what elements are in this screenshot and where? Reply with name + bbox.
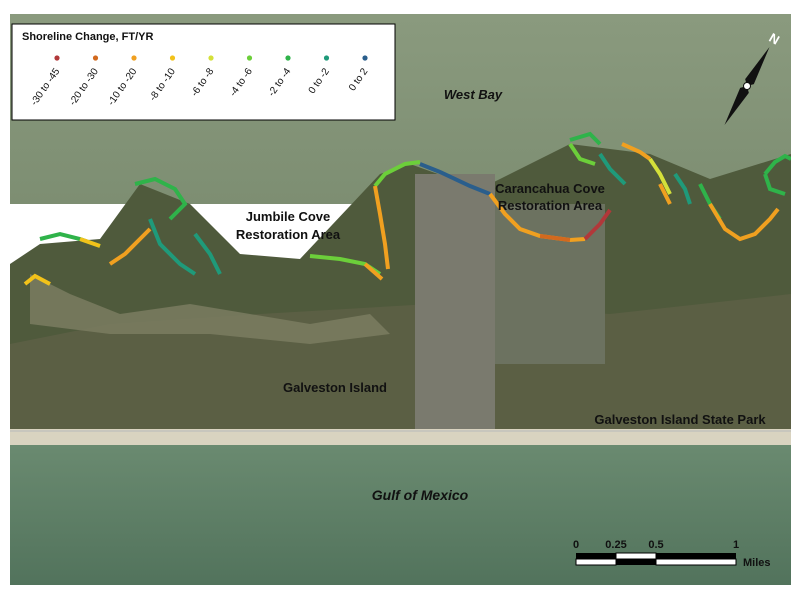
shoreline-segment [373,160,421,188]
shoreline-segment [598,152,627,186]
scale-seg-6 [655,558,737,566]
north-arrow-head [745,47,770,86]
scale-bar: 0 0.25 0.5 1 Miles [573,539,771,569]
shoreline-segment [539,234,571,242]
shoreline-segment [79,237,101,248]
scale-seg-5 [616,559,656,565]
shoreline-segment [708,202,780,242]
scale-tick-025: 0.25 [605,539,626,551]
north-arrow-center [743,82,751,90]
shoreline-segment [763,153,791,176]
jumbile-cove-label: Jumbile Cove [246,209,331,224]
carancahua-restoration-label: Restoration Area [498,198,603,213]
legend-swatch [54,55,60,61]
state-park-label: Galveston Island State Park [594,412,766,427]
shoreline-segment [621,142,652,161]
legend-swatch [208,55,214,61]
legend-title: Shoreline Change, FT/YR [22,31,153,43]
shoreline-segment [108,227,152,266]
marsh-area [30,274,390,344]
legend-swatch [246,55,253,61]
west-bay-label: West Bay [444,87,503,102]
legend-swatch [323,55,330,61]
scale-seg-4 [575,558,617,566]
legend-swatch [362,55,368,61]
shoreline-segment [134,176,188,221]
legend-swatch [131,55,137,61]
gulf-of-mexico-label: Gulf of Mexico [372,487,469,503]
shoreline-segment [583,208,612,241]
map-frame[interactable]: West Bay Jumbile Cove Restoration Area C… [10,14,791,585]
shoreline-segment [673,172,692,205]
scale-seg-1 [576,553,616,559]
legend-swatch [169,55,176,61]
scale-tick-1: 1 [733,539,739,551]
jumbile-restoration-label: Restoration Area [236,227,341,242]
shoreline-segment [568,142,596,166]
legend-box [11,23,396,121]
shoreline-segment [23,273,51,286]
map-svg[interactable]: West Bay Jumbile Cove Restoration Area C… [10,14,791,585]
legend-swatch [92,55,99,61]
shoreline-segment [419,162,491,196]
shoreline-segment [488,192,586,243]
north-arrow-tail [724,86,749,125]
shoreline-segment [648,157,672,195]
shoreline-change-segments [23,131,791,286]
carancahua-cove-label: Carancahua Cove [495,181,605,196]
scale-seg-3 [656,553,736,559]
shoreline-segment [193,232,222,275]
legend: Shoreline Change, FT/YR -30 to -45-20 to… [11,23,396,121]
shoreline-segment [763,173,786,196]
shoreline-segment [373,185,390,270]
scale-seg-2 [615,552,657,560]
legend-swatch [285,55,291,61]
shoreline-segment [569,131,602,146]
subdivision-east [495,204,605,364]
scale-tick-05: 0.5 [648,539,663,551]
galveston-island-label: Galveston Island [283,380,387,395]
beach-strip [10,429,791,445]
scale-unit: Miles [743,557,771,569]
shoreline-segment [148,218,197,276]
shoreline-segment [363,262,384,281]
north-arrow: N [724,30,782,125]
scale-tick-0: 0 [573,539,579,551]
shoreline-segment [658,183,672,205]
subdivision-area [415,174,495,434]
